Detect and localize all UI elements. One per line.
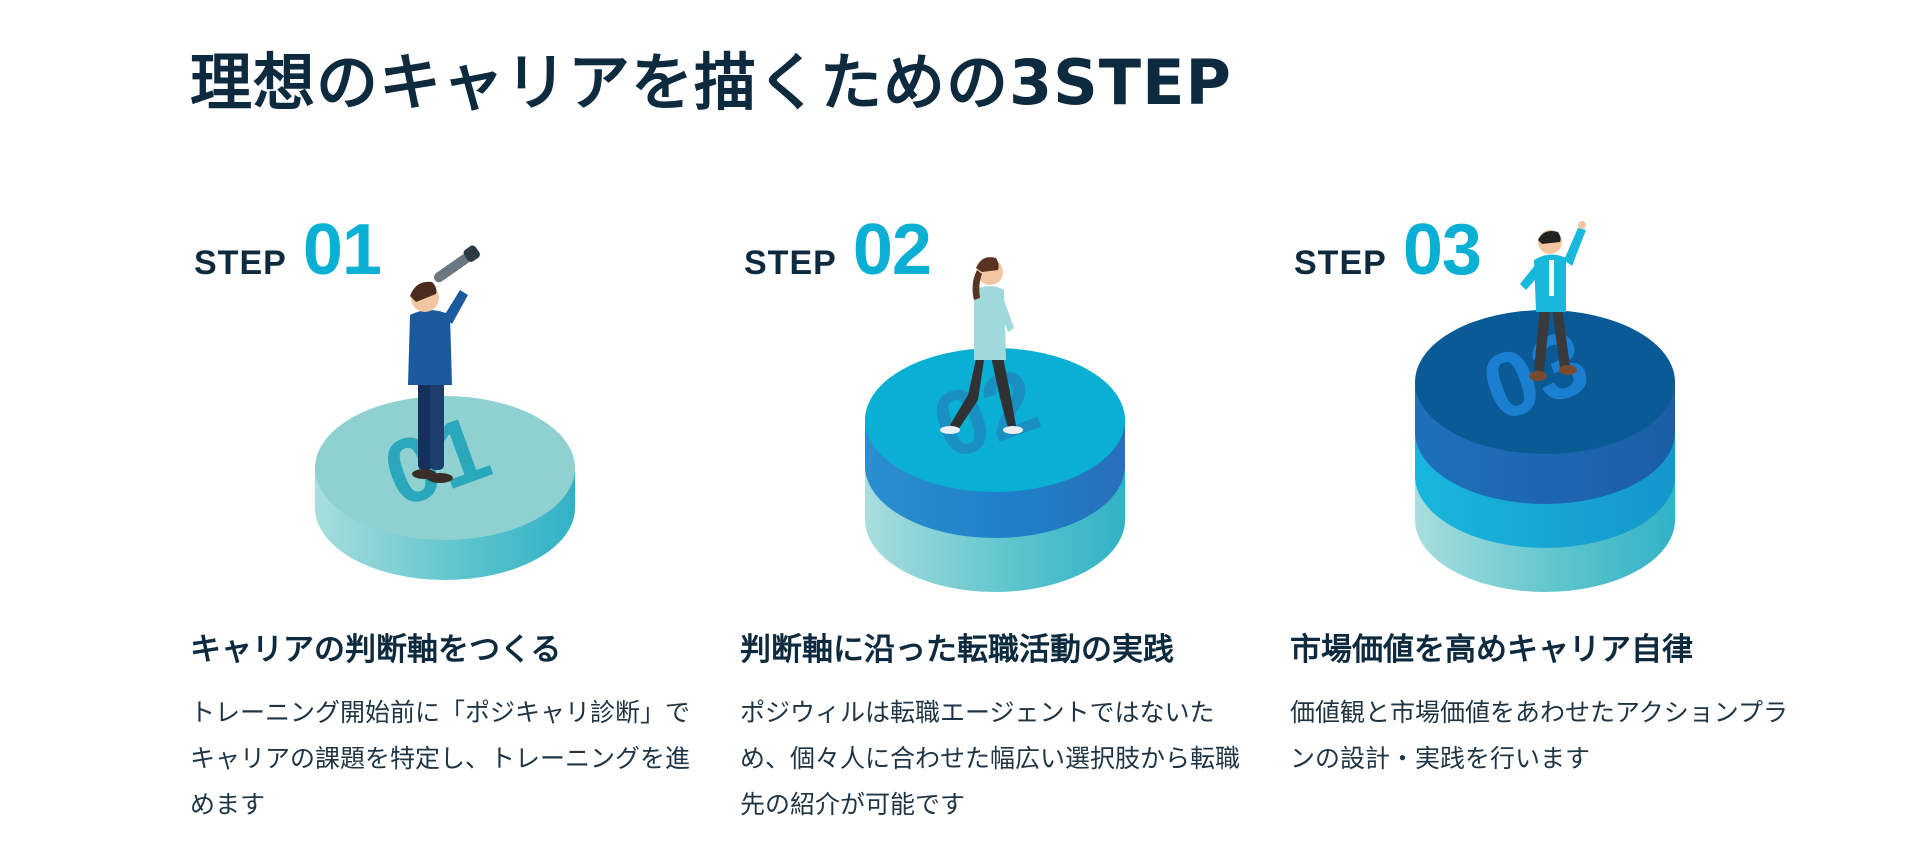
step-card-3: STEP 03 <box>1290 200 1810 850</box>
platform-3: 03 <box>1415 310 1675 592</box>
step-number: 03 <box>1402 210 1482 290</box>
step-card-1: STEP 01 01 <box>190 200 710 850</box>
step-description: ポジウィルは転職エージェントではないため、個々人に合わせた幅広い選択肢から転職先… <box>740 698 1241 819</box>
platform-2: 02 <box>865 348 1125 592</box>
step-description: 価値観と市場価値をあわせたアクションプランの設計・実践を行います <box>1290 698 1789 773</box>
person-cheering-icon <box>1520 221 1586 381</box>
step-number: 02 <box>852 210 932 290</box>
step-word: STEP <box>1294 244 1387 282</box>
step-heading: キャリアの判断軸をつくる <box>190 632 562 668</box>
step-label: STEP 02 <box>744 210 932 290</box>
step-2-illustration: 02 <box>865 257 1125 592</box>
step-word: STEP <box>194 244 287 282</box>
page-title: 理想のキャリアを描くための3STEP <box>190 46 1232 119</box>
person-walking-icon <box>940 257 1023 434</box>
platform-1: 01 <box>315 396 575 580</box>
step-3-illustration: 03 <box>1415 221 1675 592</box>
step-heading: 判断軸に沿った転職活動の実践 <box>740 632 1174 668</box>
step-number: 01 <box>302 210 382 290</box>
step-1-illustration: 01 <box>315 245 575 580</box>
step-label: STEP 03 <box>1294 210 1482 290</box>
step-label: STEP 01 <box>194 210 382 290</box>
step-description: トレーニング開始前に「ポジキャリ診断」でキャリアの課題を特定し、トレーニングを進… <box>190 698 691 819</box>
step-card-2: STEP 02 02 <box>740 200 1260 850</box>
step-word: STEP <box>744 244 837 282</box>
person-telescope-icon <box>408 245 480 483</box>
step-heading: 市場価値を高めキャリア自律 <box>1290 632 1693 668</box>
